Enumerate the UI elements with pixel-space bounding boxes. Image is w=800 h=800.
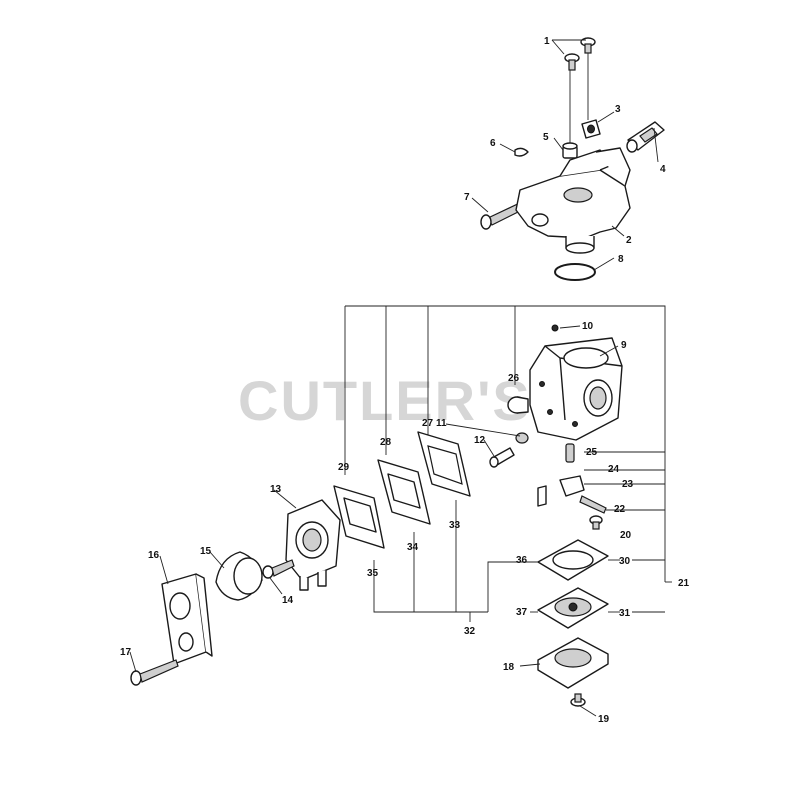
fitting-4 (626, 121, 665, 153)
callout-17: 17 (120, 647, 132, 658)
screw-19 (570, 693, 586, 707)
callout-36: 36 (516, 555, 528, 566)
watermark: CUTLER'S (238, 369, 532, 432)
callout-15: 15 (200, 546, 212, 557)
callout-30: 30 (619, 556, 631, 567)
primer-bulb-15 (215, 551, 263, 601)
callout-3: 3 (615, 104, 621, 115)
callout-11: 11 (436, 418, 447, 429)
clip-6 (514, 147, 529, 157)
callout-23: 23 (622, 479, 634, 490)
callout-4: 4 (660, 164, 666, 175)
callout-7: 7 (464, 192, 470, 203)
ball-10 (551, 324, 559, 332)
callout-35: 35 (367, 568, 379, 579)
callout-27: 27 (422, 418, 434, 429)
pin-22 (579, 495, 607, 514)
diaphragm-37 (537, 587, 609, 629)
gasket-36 (537, 539, 609, 581)
callout-28: 28 (380, 437, 392, 448)
cover-plate-16 (161, 573, 213, 665)
callout-1: 1 (544, 36, 550, 47)
carburetor-body-9 (529, 337, 623, 441)
gasket-29 (333, 485, 385, 549)
callout-33: 33 (449, 520, 461, 531)
gasket-27 (417, 431, 471, 497)
plug-26 (507, 396, 529, 414)
o-ring-8 (554, 263, 596, 281)
callout-19: 19 (598, 714, 610, 725)
pump-body-13 (285, 499, 341, 591)
callout-29: 29 (338, 462, 350, 473)
callout-26: 26 (508, 373, 520, 384)
callout-10: 10 (582, 321, 594, 332)
callout-20: 20 (620, 530, 632, 541)
callout-13: 13 (270, 484, 282, 495)
washer-3 (581, 119, 601, 139)
callout-14: 14 (282, 595, 294, 606)
callout-21: 21 (678, 578, 690, 589)
screw-20 (589, 515, 603, 530)
screw-1a (564, 53, 580, 71)
callout-34: 34 (407, 542, 419, 553)
callout-37: 37 (516, 607, 528, 618)
carburetor-top-body-2 (515, 147, 631, 254)
callout-16: 16 (148, 550, 160, 561)
cap-5 (562, 142, 578, 159)
gasket-28 (377, 459, 431, 525)
callout-24: 24 (608, 464, 620, 475)
callout-8: 8 (618, 254, 624, 265)
callout-12: 12 (474, 435, 486, 446)
callout-2: 2 (626, 235, 632, 246)
spring-25 (565, 443, 575, 463)
callout-31: 31 (619, 608, 631, 619)
callout-9: 9 (621, 340, 627, 351)
needle-12 (489, 447, 515, 468)
callout-5: 5 (543, 132, 549, 143)
cover-18 (537, 637, 609, 689)
callout-6: 6 (490, 138, 496, 149)
callout-22: 22 (614, 504, 626, 515)
lever-24 (537, 475, 585, 507)
callout-32: 32 (464, 626, 476, 637)
spring-11 (515, 432, 529, 444)
screw-14 (262, 559, 295, 579)
callout-25: 25 (586, 447, 598, 458)
screw-17 (130, 659, 179, 686)
callout-18: 18 (503, 662, 515, 673)
